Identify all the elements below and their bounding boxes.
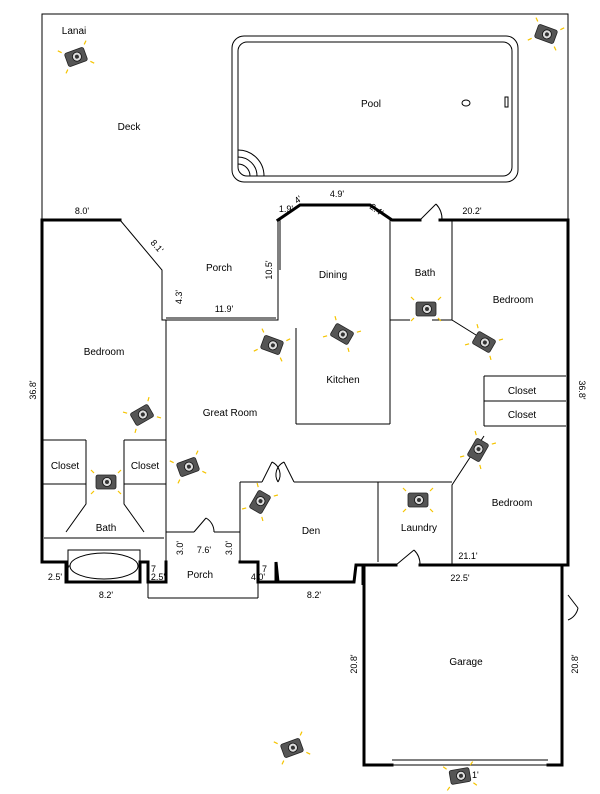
dim-label: 8.1' bbox=[149, 238, 166, 255]
room-label-bedroom-right-lower: Bedroom bbox=[492, 498, 533, 509]
dim-label: 21.1' bbox=[458, 551, 478, 561]
dim-label: 7 bbox=[151, 564, 156, 574]
dim-label: 2.5' bbox=[151, 572, 166, 582]
room-label-deck: Deck bbox=[118, 122, 142, 133]
dim-label: 20.2' bbox=[462, 206, 482, 216]
bathtub bbox=[69, 552, 139, 580]
dim-label: 4.0' bbox=[251, 572, 266, 582]
security-camera-icon bbox=[402, 487, 434, 513]
security-camera-icon bbox=[410, 296, 442, 322]
dim-label: 8.0' bbox=[75, 206, 90, 216]
dim-label: 4.3' bbox=[174, 290, 184, 305]
security-camera-icon bbox=[464, 323, 504, 361]
security-camera-icon bbox=[90, 469, 122, 495]
security-camera-icon bbox=[527, 17, 565, 51]
room-label-closet-right-1: Closet bbox=[508, 386, 537, 397]
room-label-bedroom-right-upper: Bedroom bbox=[493, 295, 534, 306]
room-label-dining: Dining bbox=[319, 270, 347, 281]
dim-label: 1.9' bbox=[279, 204, 294, 214]
camera-layer bbox=[57, 17, 565, 791]
room-label-bath-upper: Bath bbox=[415, 268, 436, 279]
dim-label: 1' bbox=[472, 770, 479, 780]
dim-label: 20.8' bbox=[570, 654, 580, 674]
dim-label: 8.2' bbox=[99, 590, 114, 600]
room-label-laundry: Laundry bbox=[401, 523, 437, 534]
room-label-bath-lower: Bath bbox=[96, 523, 117, 534]
dim-label: 20.8' bbox=[349, 654, 359, 674]
pool bbox=[231, 35, 519, 183]
security-camera-icon bbox=[57, 40, 95, 74]
room-label-porch-back: Porch bbox=[206, 263, 232, 274]
dim-label: 2.5' bbox=[48, 572, 63, 582]
room-label-bedroom-left: Bedroom bbox=[84, 347, 125, 358]
room-label-pool: Pool bbox=[361, 99, 381, 110]
room-label-closet-left-2: Closet bbox=[131, 461, 160, 472]
security-camera-icon bbox=[442, 761, 478, 791]
security-camera-icon bbox=[122, 396, 162, 434]
interior-walls bbox=[42, 219, 566, 766]
dim-label: 3.0' bbox=[175, 541, 185, 556]
security-camera-icon bbox=[253, 328, 291, 362]
doors bbox=[193, 203, 579, 621]
dim-label: 3.0' bbox=[224, 541, 234, 556]
dim-label: 36.8' bbox=[28, 380, 38, 400]
dim-label: 7.6' bbox=[197, 545, 212, 555]
dim-label: 22.5' bbox=[450, 573, 470, 583]
room-label-garage: Garage bbox=[449, 657, 483, 668]
lanai-enclosure bbox=[41, 13, 569, 220]
dim-label: 4.9' bbox=[330, 189, 345, 199]
dim-label: 10.5' bbox=[264, 260, 274, 280]
room-label-great-room: Great Room bbox=[203, 408, 257, 419]
room-label-closet-right-2: Closet bbox=[508, 410, 537, 421]
room-label-lanai: Lanai bbox=[62, 26, 86, 37]
security-camera-icon bbox=[273, 731, 311, 765]
dim-label: 8.2' bbox=[307, 590, 322, 600]
exterior-walls bbox=[40, 203, 570, 767]
room-label-porch-front: Porch bbox=[187, 570, 213, 581]
dim-label: 7 bbox=[262, 564, 267, 574]
security-camera-icon bbox=[169, 450, 207, 484]
security-camera-icon bbox=[241, 482, 279, 522]
dim-label: 11.9' bbox=[215, 304, 234, 314]
tub-surround bbox=[67, 549, 141, 583]
room-label-den: Den bbox=[302, 526, 320, 537]
room-label-closet-left-1: Closet bbox=[51, 461, 80, 472]
room-label-kitchen: Kitchen bbox=[326, 375, 359, 386]
dim-label: 36.8' bbox=[577, 380, 587, 400]
dim-label: 4' bbox=[292, 193, 303, 205]
security-camera-icon bbox=[459, 430, 497, 470]
security-camera-icon bbox=[322, 315, 362, 353]
dim-label: 7 bbox=[65, 564, 70, 574]
